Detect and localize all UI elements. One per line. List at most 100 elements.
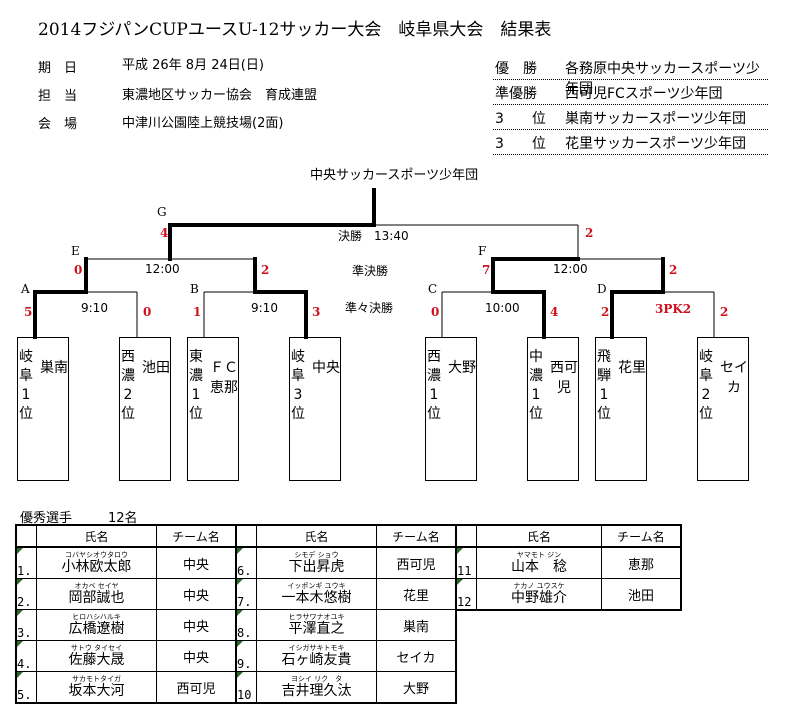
score-g-right: 2 <box>585 226 594 240</box>
team-rank: 飛騨1位 <box>597 349 611 422</box>
player-kana: オカベ セイヤ <box>74 582 119 590</box>
info-date-value: 平成 26年 8月 24日(日) <box>122 58 264 73</box>
result-winner: 優 勝各務原中央サッカースポーツ少年団 <box>493 55 768 97</box>
header-number <box>455 524 477 548</box>
header-name: 氏名 <box>36 524 157 548</box>
table-row: 2.オカベ セイヤ岡部誠也中央 <box>15 578 237 610</box>
player-team: 池田 <box>601 578 682 611</box>
match-letter-a: A <box>21 282 30 296</box>
player-number: 2. <box>15 578 37 610</box>
table-row: 1.コバヤシオウタロウ小林欧太郎中央 <box>15 546 237 579</box>
score-b-right: 3 <box>312 305 321 319</box>
player-team: 大野 <box>376 671 457 704</box>
player-team: 花里 <box>376 578 457 610</box>
player-name: 一本木悠樹 <box>281 590 352 606</box>
info-organizer-value: 東濃地区サッカー協会 育成連盟 <box>122 88 318 103</box>
player-name: 佐藤大晟 <box>68 652 125 668</box>
score-d-right: 2 <box>720 305 729 319</box>
info-date-label: 期 日 <box>38 61 78 76</box>
score-d-left: 2 <box>601 305 610 319</box>
player-name-cell: ナカノ ユウスケ中野雄介 <box>476 578 602 611</box>
score-c-left: 0 <box>431 305 440 319</box>
match-time-e: 12:00 <box>145 262 180 276</box>
player-name: 吉井理久汰 <box>281 683 352 699</box>
team-box: 西濃2位池田 <box>119 337 171 481</box>
player-name: 山本 稔 <box>511 559 567 575</box>
players-count: 12名 <box>108 511 138 526</box>
player-kana: ヒラサワナオユキ <box>288 613 345 621</box>
player-name-cell: ヒラサワナオユキ平澤直之 <box>256 609 377 641</box>
score-e-right: 2 <box>261 263 270 277</box>
match-time-b: 9:10 <box>251 301 278 315</box>
match-time-a: 9:10 <box>81 301 108 315</box>
player-name-cell: コバヤシオウタロウ小林欧太郎 <box>36 546 157 579</box>
score-g-left: 4 <box>160 226 169 240</box>
player-kana: ヒロハシハルキ <box>72 613 121 621</box>
player-name-cell: ヨシイ リク タ吉井理久汰 <box>256 671 377 704</box>
player-name-cell: ヒロハシハルキ広橋遼樹 <box>36 609 157 641</box>
player-name: 小林欧太郎 <box>61 559 132 575</box>
table-header-row: 氏名チーム名 <box>235 524 457 548</box>
quarterfinal-label: 準々決勝 <box>345 301 394 315</box>
match-letter-b: B <box>190 282 199 296</box>
team-name: 池田 <box>142 360 170 376</box>
info-organizer-label: 担 当 <box>38 89 78 104</box>
player-number: 7. <box>235 578 257 610</box>
team-box: 飛騨1位花里 <box>595 337 647 481</box>
score-f-left: 7 <box>482 263 491 277</box>
table-row: 4.サトウ タイセイ佐藤大晟中央 <box>15 640 237 672</box>
header-team: チーム名 <box>376 524 457 548</box>
result-third-1: 3 位 巣南サッカースポーツ少年団 <box>493 105 768 130</box>
team-rank: 西濃2位 <box>121 349 135 422</box>
team-rank: 岐阜1位 <box>19 349 33 422</box>
page-title: 2014フジパンCUPユースU-12サッカー大会 岐阜県大会 結果表 <box>38 20 552 40</box>
header-team: チーム名 <box>156 524 237 548</box>
result-team: 各務原中央サッカースポーツ少年団 <box>565 61 761 97</box>
team-name: 巣南 <box>40 360 68 376</box>
player-kana: サトウ タイセイ <box>70 644 123 652</box>
result-team: 西可児FCスポーツ少年団 <box>565 86 723 102</box>
table-row: 5.サカモトタイガ坂本大河西可児 <box>15 671 237 704</box>
player-kana: サカモトタイガ <box>72 675 121 683</box>
player-name: 岡部誠也 <box>68 590 125 606</box>
table-row: 3.ヒロハシハルキ広橋遼樹中央 <box>15 609 237 641</box>
player-name: 平澤直之 <box>288 621 345 637</box>
player-name-cell: サトウ タイセイ佐藤大晟 <box>36 640 157 672</box>
team-box: 中濃1位西可児 <box>527 337 579 481</box>
player-team: 西可児 <box>376 546 457 579</box>
result-team: 巣南サッカースポーツ少年団 <box>565 111 747 127</box>
player-number: 5. <box>15 671 37 704</box>
team-box: 岐阜3位中央 <box>289 337 341 481</box>
result-label: 3 位 <box>495 111 546 127</box>
team-rank: 東濃1位 <box>189 349 203 422</box>
player-name-cell: イシガサキトモキ石ヶ崎友貴 <box>256 640 377 672</box>
team-name: 中央 <box>312 360 340 376</box>
player-team: 恵那 <box>601 546 682 579</box>
team-rank: 中濃1位 <box>529 349 543 422</box>
team-rank: 岐阜3位 <box>291 349 305 422</box>
final-label: 決勝 13:40 <box>338 229 409 243</box>
team-box: 岐阜1位巣南 <box>17 337 69 481</box>
player-kana: ナカノ ユウスケ <box>513 582 565 590</box>
player-number: 8. <box>235 609 257 641</box>
player-name-cell: オカベ セイヤ岡部誠也 <box>36 578 157 610</box>
table-row: 8.ヒラサワナオユキ平澤直之巣南 <box>235 609 457 641</box>
score-f-right: 2 <box>669 263 678 277</box>
header-team: チーム名 <box>601 524 682 548</box>
team-box: 岐阜2位セイカ <box>697 337 749 481</box>
player-number: 6. <box>235 546 257 579</box>
player-team: 中央 <box>156 578 237 610</box>
score-a-left: 5 <box>24 305 33 319</box>
player-name-cell: サカモトタイガ坂本大河 <box>36 671 157 704</box>
player-number: 4. <box>15 640 37 672</box>
player-number: 12 <box>455 578 477 611</box>
table-header-row: 氏名チーム名 <box>455 524 682 548</box>
header-name: 氏名 <box>256 524 377 548</box>
match-letter-d: D <box>597 282 607 296</box>
